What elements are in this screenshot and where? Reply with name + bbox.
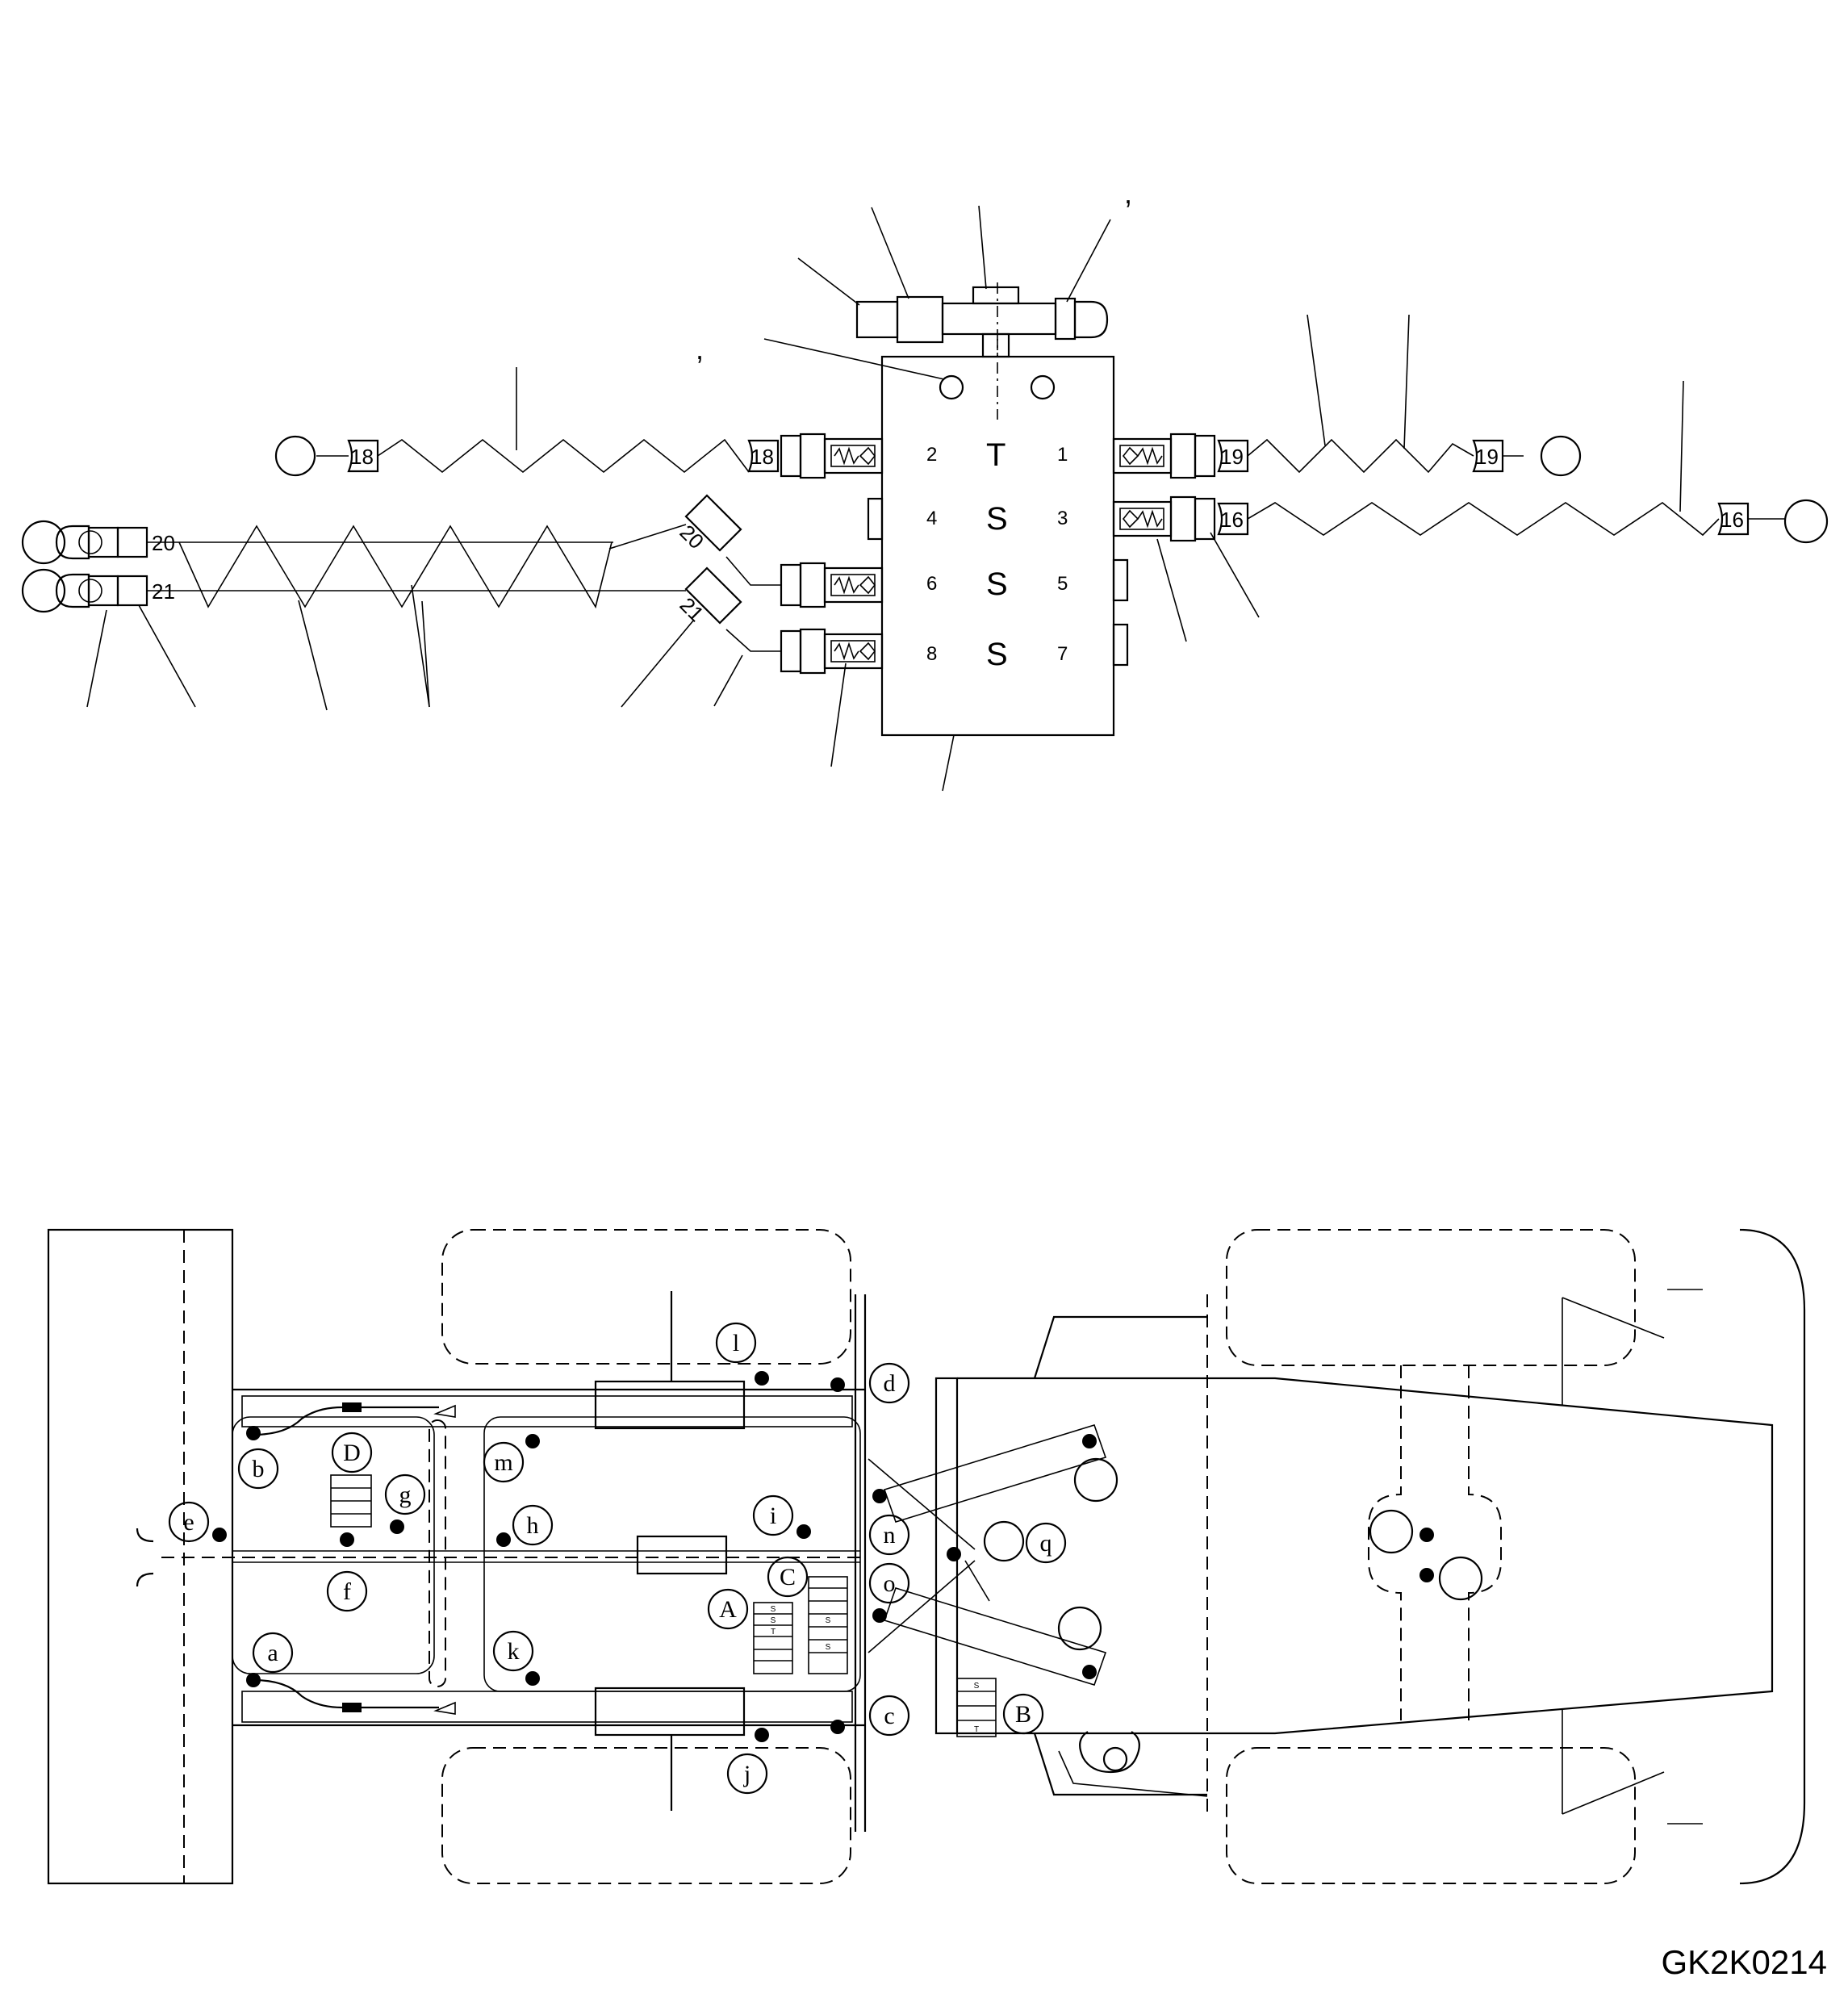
stack-glyph: S [771, 1605, 776, 1614]
valve-block-assembly: 2 1 4 3 6 5 8 7 T S S S [86, 177, 1684, 792]
stack-glyph: S [826, 1616, 831, 1625]
point-labels: a b c d e f g h i j k l m n o q [168, 1322, 1067, 1795]
label-a: a [267, 1640, 278, 1666]
label-C: C [780, 1564, 796, 1590]
label-e: e [183, 1509, 194, 1536]
port-letter: S [986, 637, 1008, 672]
fitting-tag: 16 [1220, 508, 1244, 532]
callout-circle [274, 435, 316, 477]
stack-glyph: T [771, 1628, 776, 1636]
label-h: h [527, 1512, 539, 1539]
fitting-tag: 19 [1220, 445, 1244, 469]
callout-circle [21, 568, 66, 613]
port-number: 2 [926, 444, 937, 466]
machine-top-view [47, 1228, 1806, 1885]
label-g: g [399, 1482, 412, 1508]
label-j: j [743, 1761, 750, 1787]
label-k: k [508, 1638, 520, 1665]
fitting-tag: 21 [675, 592, 709, 626]
port-letter: T [986, 437, 1006, 473]
label-l: l [733, 1330, 739, 1356]
fitting-tag: 20 [152, 531, 175, 555]
label-n: n [884, 1522, 896, 1549]
upper-hoses: 18 18 19 19 16 16 20 20 [21, 435, 1829, 652]
port-number: 8 [926, 643, 937, 665]
label-b: b [253, 1456, 265, 1482]
port-number: 5 [1057, 573, 1068, 595]
stack-glyph: T [974, 1725, 979, 1734]
mount-hole [1030, 374, 1056, 400]
label-m: m [494, 1449, 512, 1476]
stack-glyph: S [974, 1682, 980, 1691]
port-letter: S [986, 501, 1008, 537]
mark: , [1124, 177, 1132, 210]
fitting-tag: 18 [750, 445, 774, 469]
fitting-tag: 20 [675, 520, 709, 554]
callout-circle [1783, 499, 1829, 544]
fitting-tag: 21 [152, 579, 175, 604]
fitting-tag: 16 [1720, 508, 1744, 532]
stack-glyph: S [771, 1616, 776, 1625]
label-B: B [1015, 1701, 1031, 1728]
port-number: 4 [926, 508, 937, 529]
port-number: 1 [1057, 444, 1068, 466]
port-number: 7 [1057, 643, 1068, 665]
callout-circle [21, 520, 66, 565]
measure-points [212, 1371, 1434, 1742]
label-D: D [343, 1440, 361, 1466]
fitting-tag: 19 [1475, 445, 1499, 469]
port-letter: S [986, 566, 1008, 602]
label-f: f [343, 1578, 351, 1605]
port-number: 6 [926, 573, 937, 595]
label-A: A [719, 1596, 737, 1623]
label-d: d [884, 1370, 896, 1397]
stack-glyph: S [826, 1643, 831, 1652]
port-number: 3 [1057, 508, 1068, 529]
valve-stacks: A S S T B S T C S S D [330, 1432, 1044, 1737]
label-o: o [884, 1570, 896, 1597]
mount-hole [939, 374, 964, 400]
drawing-code: GK2K0214 [1661, 1943, 1828, 1981]
label-i: i [770, 1503, 776, 1529]
callout-circle [1540, 435, 1582, 477]
mark: , [696, 332, 704, 366]
label-c: c [884, 1703, 894, 1729]
fitting-tag: 18 [350, 445, 374, 469]
label-q: q [1040, 1530, 1052, 1557]
